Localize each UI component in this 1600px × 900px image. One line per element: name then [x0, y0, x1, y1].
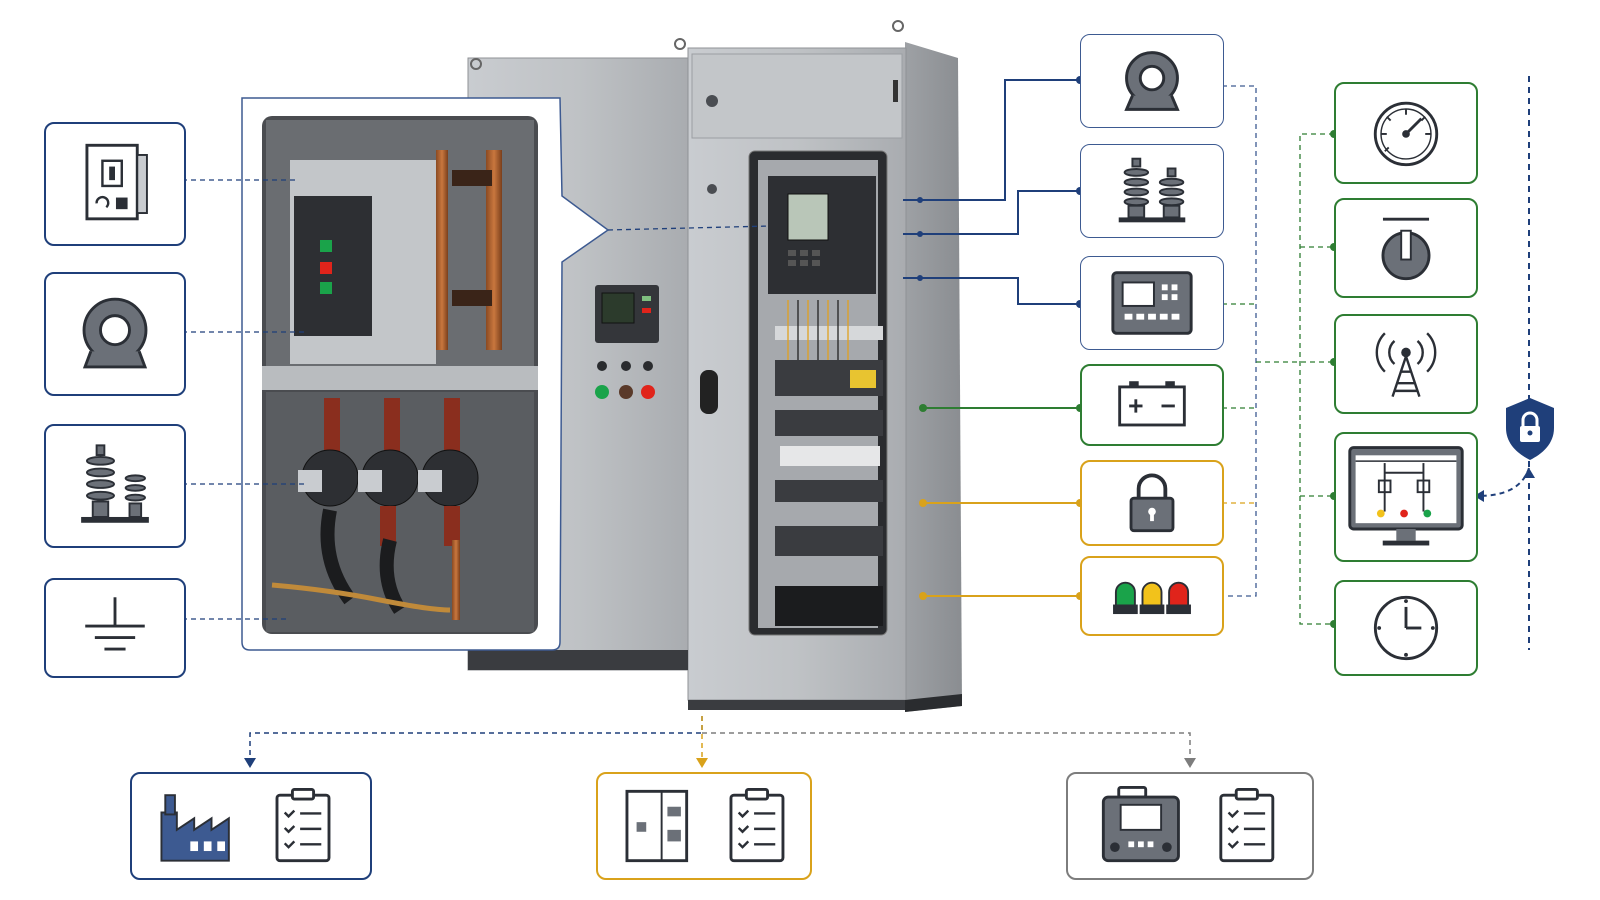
security-boundary [1474, 76, 1535, 650]
voltage-transformer-icon [1118, 157, 1186, 223]
selector-switch-icon [1381, 217, 1431, 281]
callout-pressure-gauge[interactable] [1334, 82, 1478, 184]
insulator-bushing-icon [81, 444, 149, 523]
callout-ground[interactable] [44, 578, 186, 678]
current-transformer-icon [82, 297, 148, 369]
group-testkit-checklist[interactable] [1066, 772, 1314, 880]
callout-insulator-bushing[interactable] [44, 424, 186, 548]
indicator-lamps-icon [1113, 581, 1191, 615]
arrow-down-gold [696, 758, 708, 768]
callout-protection-relay[interactable] [1080, 256, 1224, 350]
callout-breaker-module[interactable] [44, 122, 186, 246]
factory-icon [160, 794, 230, 862]
arrow-down-gray [1184, 758, 1196, 768]
callout-scada-monitor[interactable] [1334, 432, 1478, 562]
arrow-down-navy [244, 758, 256, 768]
callout-indicator-lamps[interactable] [1080, 556, 1224, 636]
clipboard-checklist-icon [275, 787, 331, 863]
callout-voltage-transformer[interactable] [1080, 144, 1224, 238]
callout-padlock[interactable] [1080, 460, 1224, 546]
pressure-gauge-icon [1373, 101, 1439, 167]
battery-icon [1118, 381, 1186, 427]
cabinet-right [674, 20, 962, 712]
factory-checklist-group [160, 787, 331, 863]
shield-lock-icon [1506, 398, 1554, 460]
padlock-icon [1129, 473, 1175, 533]
cutaway-compartment [241, 97, 610, 651]
callout-selector-switch[interactable] [1334, 198, 1478, 298]
callout-battery[interactable] [1080, 364, 1224, 446]
protection-relay-icon [1111, 271, 1193, 335]
callout-clock[interactable] [1334, 580, 1478, 676]
left-leader-lines [182, 179, 771, 620]
test-kit-icon [1101, 786, 1180, 863]
cabinet-icon [625, 789, 689, 863]
callout-antenna[interactable] [1334, 314, 1478, 414]
terminal-rows [775, 326, 883, 626]
clock-icon [1373, 595, 1439, 661]
group-factory-checklist[interactable] [130, 772, 372, 880]
callout-right-current-transformer[interactable] [1080, 34, 1224, 128]
breaker-module-icon [85, 143, 148, 221]
cabinet-checklist-group [625, 787, 785, 863]
group-cabinet-checklist[interactable] [596, 772, 812, 880]
current-transformer-icon [1124, 51, 1180, 111]
right-leader-lines [903, 79, 1080, 597]
clipboard-checklist-icon [729, 787, 785, 863]
scada-monitor-icon [1348, 446, 1464, 546]
aggregation-bus [1222, 85, 1334, 625]
ground-symbol-icon [85, 597, 145, 651]
bottom-distribution-lines [249, 716, 1191, 758]
antenna-tower-icon [1375, 332, 1437, 398]
security-shield [1502, 396, 1558, 462]
clipboard-checklist-icon [1219, 787, 1275, 863]
testkit-checklist-group [1101, 786, 1275, 863]
callout-current-transformer[interactable] [44, 272, 186, 396]
